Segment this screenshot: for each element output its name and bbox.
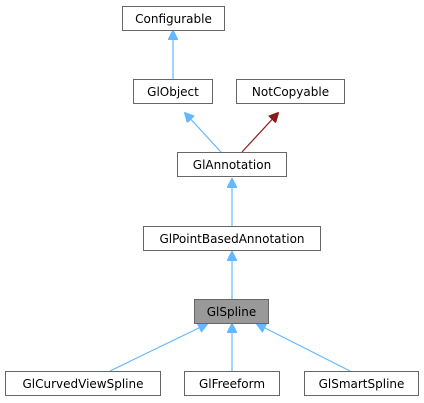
- class-node-globject[interactable]: GlObject: [133, 79, 213, 104]
- class-node-glcurvedviewspline[interactable]: GlCurvedViewSpline: [5, 371, 161, 396]
- edge-glannotation-globject: [185, 113, 222, 153]
- edge-glcurvedviewspline-glspline: [109, 324, 207, 372]
- edge-glannotation-notcopyable: [241, 113, 278, 153]
- class-node-glsmartspline[interactable]: GlSmartSpline: [304, 371, 419, 396]
- class-node-glfreeform[interactable]: GlFreeform: [184, 371, 280, 396]
- class-node-glpointbasedannotation[interactable]: GlPointBasedAnnotation: [143, 226, 321, 251]
- class-node-configurable[interactable]: Configurable: [122, 6, 225, 31]
- edge-glsmartspline-glspline: [257, 324, 351, 372]
- class-node-notcopyable[interactable]: NotCopyable: [236, 79, 345, 104]
- class-node-glannotation[interactable]: GlAnnotation: [177, 152, 287, 177]
- class-node-glspline: GlSpline: [194, 299, 269, 324]
